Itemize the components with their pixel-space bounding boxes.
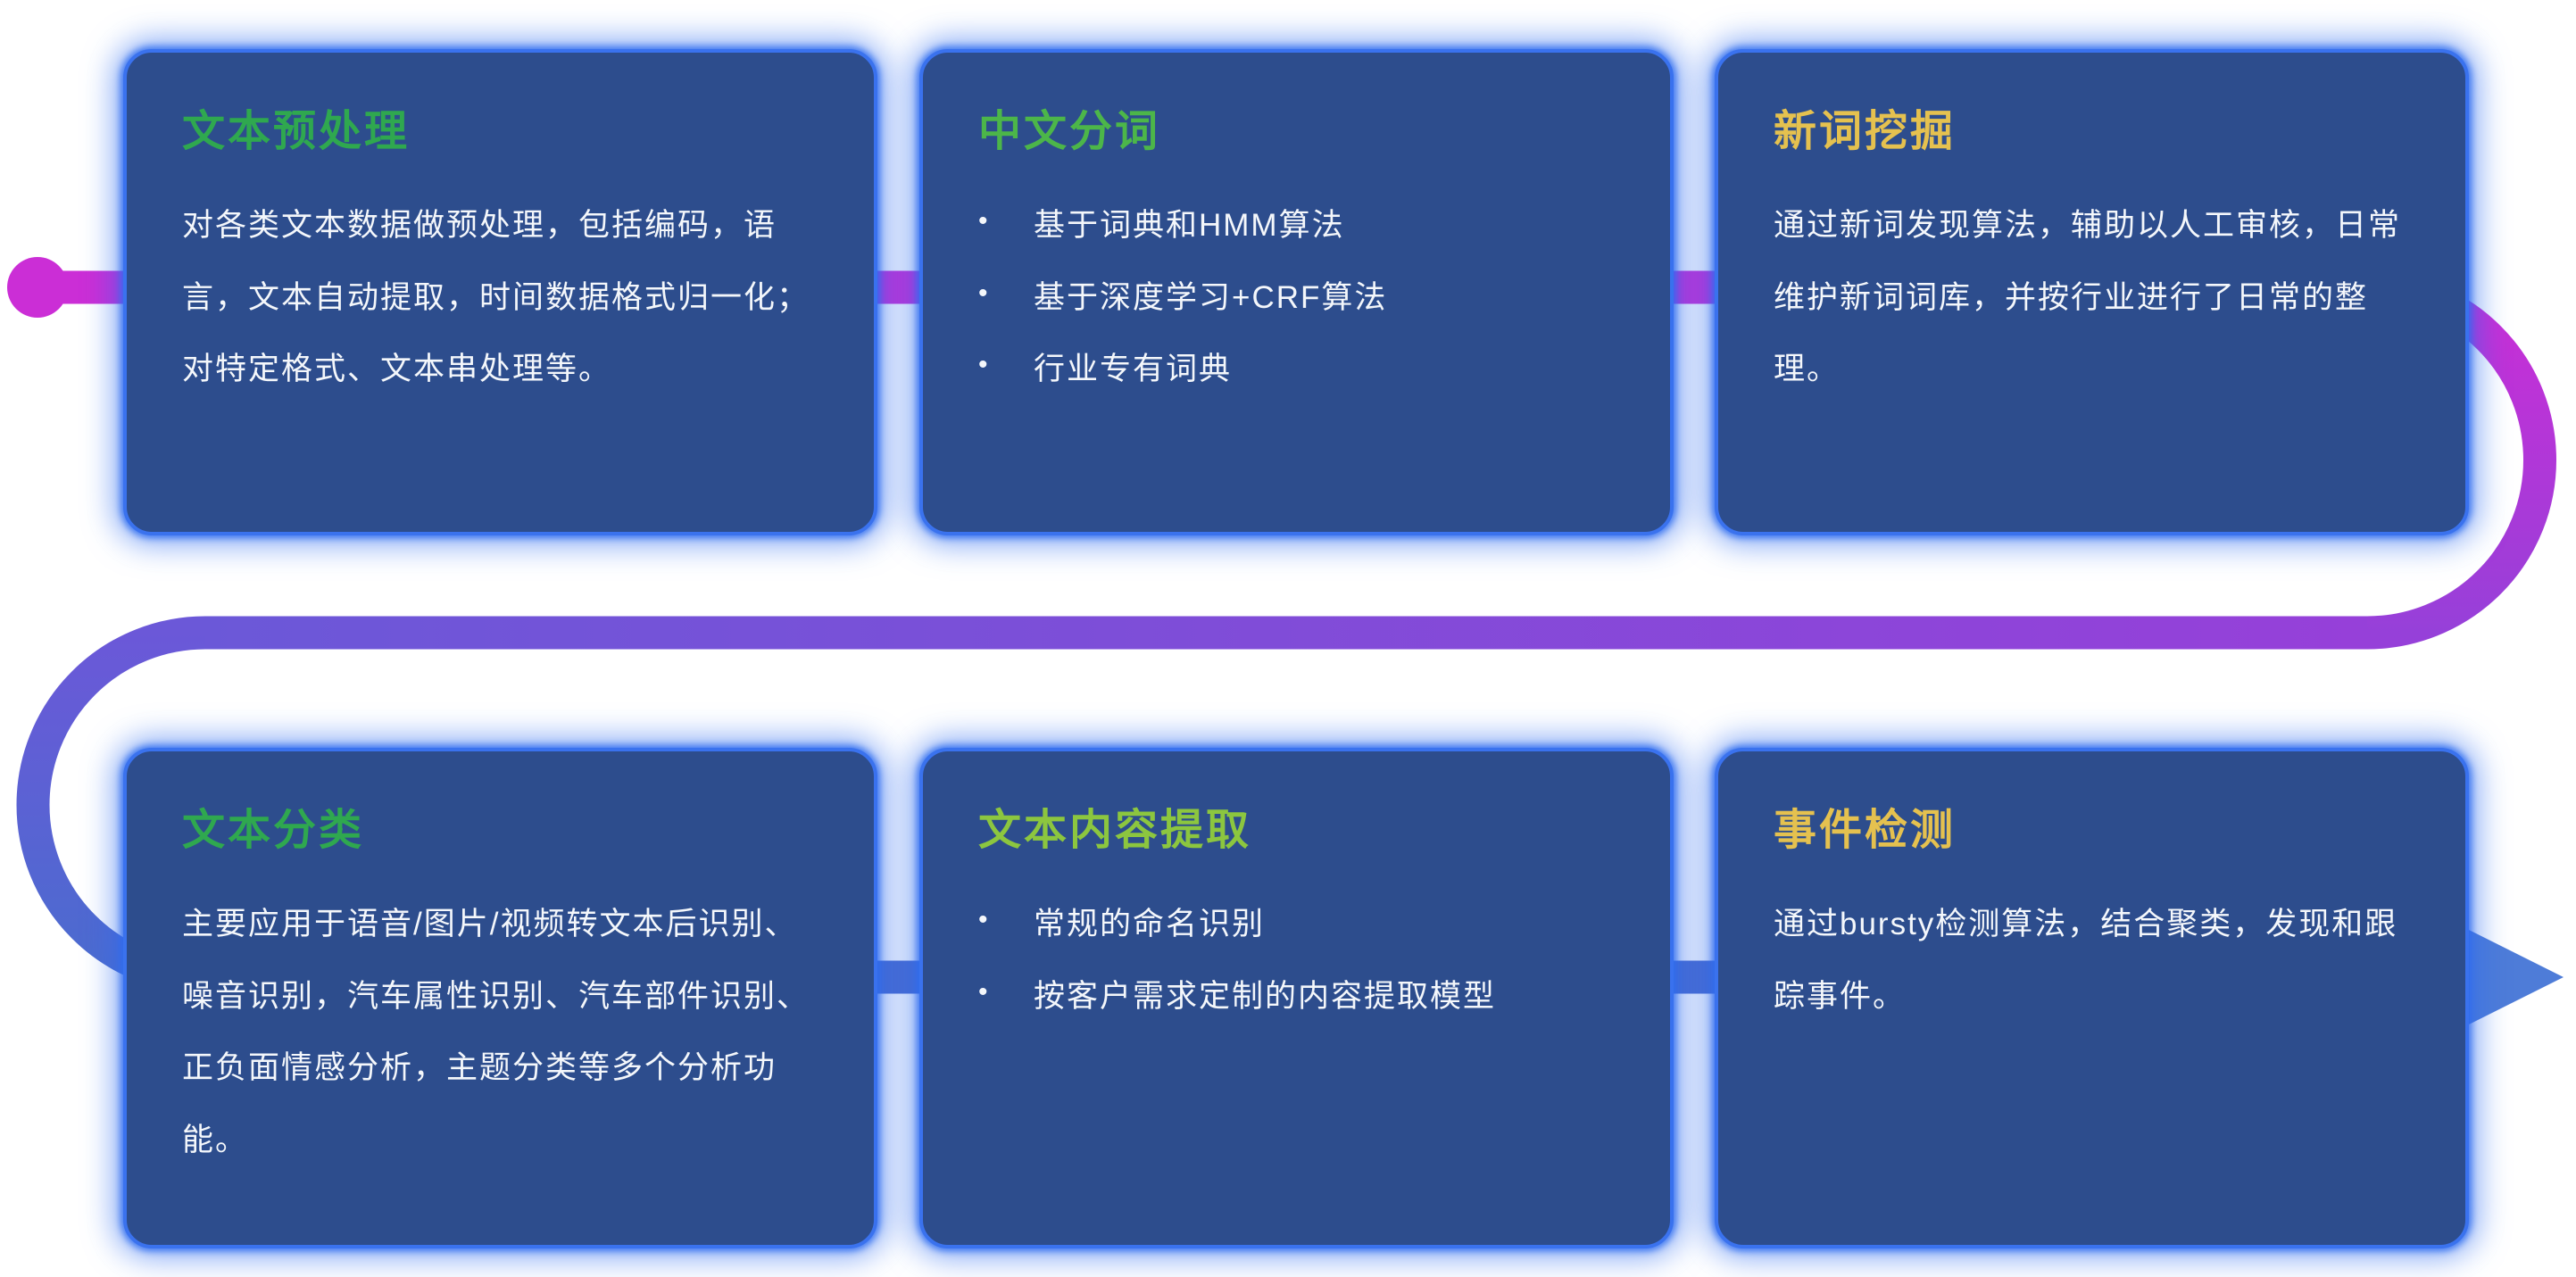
card-body: 通过新词发现算法，辅助以人工审核，日常维护新词词库，并按行业进行了日常的整理。 <box>1774 208 2402 386</box>
card-title: 文本内容提取 <box>978 807 1252 854</box>
card-text-preprocessing: 文本预处理 对各类文本数据做预处理，包括编码，语言，文本自动提取，时间数据格式归… <box>123 49 877 535</box>
list-item-text: 基于深度学习+CRF算法 <box>1034 279 1388 315</box>
list-item-text: 常规的命名识别 <box>1034 907 1266 941</box>
card-text-classification: 文本分类 主要应用于语音/图片/视频转文本后识别、噪音识别，汽车属性识别、汽车部… <box>123 748 877 1248</box>
bullet-icon: • <box>978 278 990 308</box>
list-item: • 常规的命名识别 <box>978 889 1615 961</box>
card-body: 通过bursty检测算法，结合聚类，发现和跟踪事件。 <box>1774 907 2398 1014</box>
card-bullet-list: • 常规的命名识别 • 按客户需求定制的内容提取模型 <box>978 889 1615 1032</box>
card-word-segmentation: 中文分词 • 基于词典和HMM算法 • 基于深度学习+CRF算法 • 行业专有词… <box>919 49 1674 535</box>
bullet-icon: • <box>978 206 990 236</box>
list-item-text: 行业专有词典 <box>1034 352 1233 386</box>
card-body: 对各类文本数据做预处理，包括编码，语言，文本自动提取，时间数据格式归一化；对特定… <box>182 208 810 386</box>
card-bullet-list: • 基于词典和HMM算法 • 基于深度学习+CRF算法 • 行业专有词典 <box>978 190 1615 406</box>
list-item: • 按客户需求定制的内容提取模型 <box>978 961 1615 1033</box>
card-title: 中文分词 <box>978 108 1161 155</box>
list-item: • 基于词典和HMM算法 <box>978 190 1615 262</box>
card-event-detection: 事件检测 通过bursty检测算法，结合聚类，发现和跟踪事件。 <box>1715 748 2469 1248</box>
card-title: 事件检测 <box>1774 807 1957 854</box>
flow-arrow-icon <box>2462 926 2564 1028</box>
list-item: • 基于深度学习+CRF算法 <box>978 262 1615 335</box>
bullet-icon: • <box>978 350 990 379</box>
list-item: • 行业专有词典 <box>978 334 1615 406</box>
card-title: 新词挖掘 <box>1774 108 1957 155</box>
card-content-extraction: 文本内容提取 • 常规的命名识别 • 按客户需求定制的内容提取模型 <box>919 748 1674 1248</box>
bullet-icon: • <box>978 976 990 1007</box>
list-item-text: 按客户需求定制的内容提取模型 <box>1034 978 1497 1014</box>
card-new-word-mining: 新词挖掘 通过新词发现算法，辅助以人工审核，日常维护新词词库，并按行业进行了日常… <box>1715 49 2469 535</box>
list-item-text: 基于词典和HMM算法 <box>1034 208 1345 243</box>
card-body: 主要应用于语音/图片/视频转文本后识别、噪音识别，汽车属性识别、汽车部件识别、正… <box>182 907 810 1157</box>
bullet-icon: • <box>978 905 990 934</box>
card-title: 文本分类 <box>182 807 365 854</box>
card-title: 文本预处理 <box>182 108 411 155</box>
